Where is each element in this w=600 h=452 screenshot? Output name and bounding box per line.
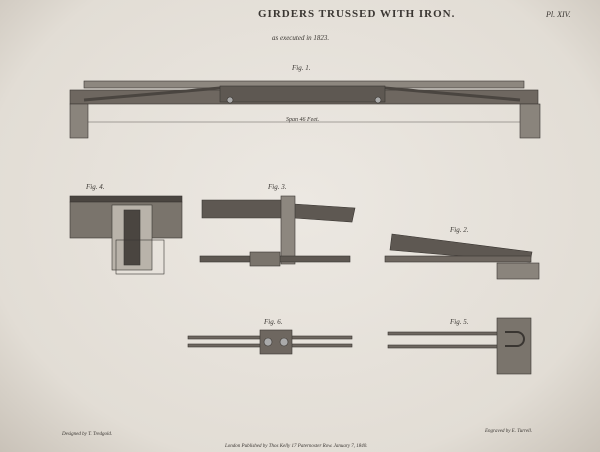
engraver-credit: Engraved by E. Turrell. — [485, 429, 533, 434]
fig3-label: Fig. 3. — [268, 183, 287, 191]
fig4-joint-drawing — [69, 195, 183, 275]
plate-number: Pl. XIV. — [546, 10, 571, 19]
fig2-end-drawing — [384, 233, 540, 280]
fig1-girder-drawing — [69, 80, 541, 139]
fig6-detail-drawing — [187, 329, 353, 355]
fig3-joint-drawing — [199, 195, 356, 267]
designer-credit: Designed by T. Tredgold. — [62, 432, 113, 437]
fig5-detail-drawing — [387, 317, 532, 375]
publisher-line: London Published by Thos Kelly 17 Patern… — [225, 444, 368, 449]
fig6-label: Fig. 6. — [264, 318, 283, 326]
fig2-label: Fig. 2. — [450, 226, 469, 234]
span-label: Span 46 Feet. — [286, 117, 320, 123]
plate-subtitle: as executed in 1823. — [272, 34, 330, 42]
fig5-label: Fig. 5. — [450, 318, 469, 326]
plate-title: GIRDERS TRUSSED WITH IRON. — [258, 8, 456, 20]
fig1-label: Fig. 1. — [292, 64, 311, 72]
fig4-label: Fig. 4. — [86, 183, 105, 191]
